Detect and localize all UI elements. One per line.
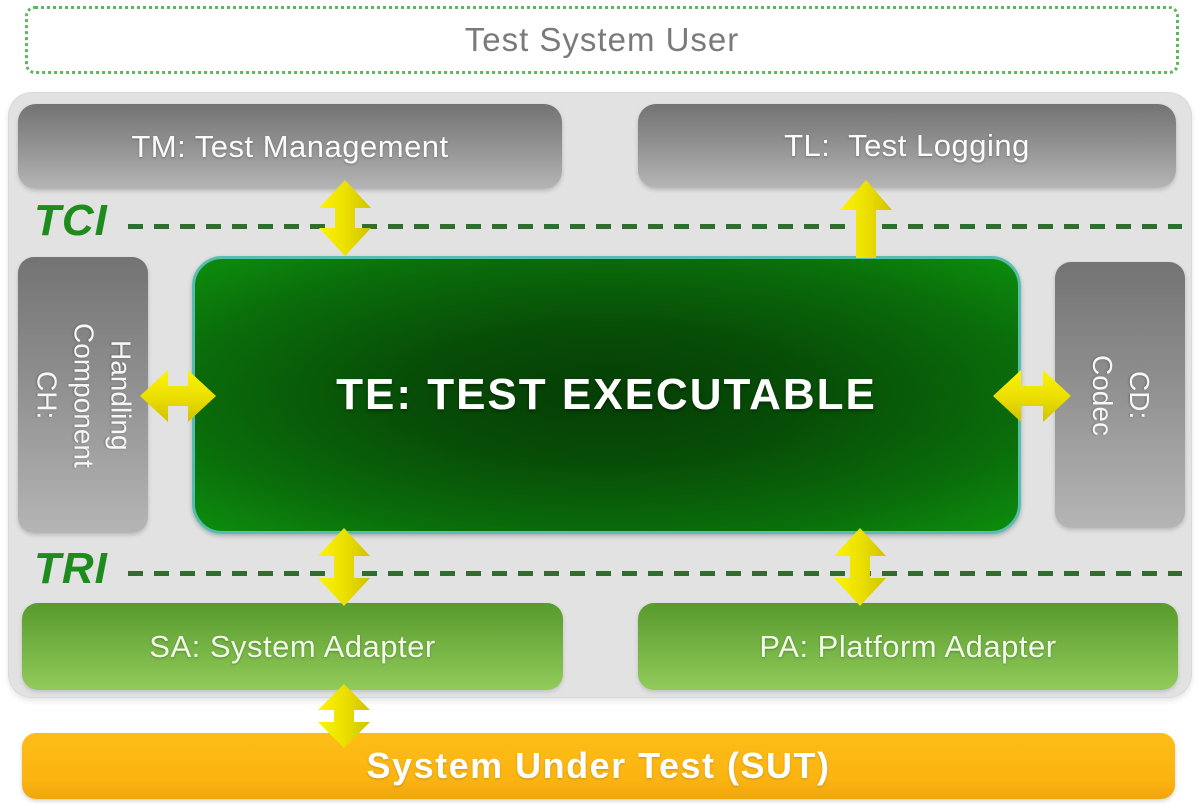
tm-te-double-arrow (319, 180, 371, 256)
te-cd-double-arrow (993, 370, 1071, 422)
te-tl-up-arrow (840, 180, 892, 258)
ch-te-double-arrow (140, 370, 216, 422)
pa-platform-adapter-box: PA: Platform Adapter (638, 603, 1178, 690)
cd-label: CD: Codec (1087, 354, 1155, 436)
tl-label: TL: Test Logging (784, 128, 1030, 163)
tci-interface-label: TCI (34, 196, 108, 245)
te-sa-double-arrow (318, 528, 370, 606)
test-system-user-label: Test System User (464, 21, 740, 58)
pa-label: PA: Platform Adapter (759, 628, 1057, 664)
te-pa-double-arrow (834, 528, 886, 606)
sut-label: System Under Test (SUT) (366, 745, 831, 786)
te-test-executable-box: TE: TEST EXECUTABLE (192, 256, 1021, 534)
ch-label: CH: Component Handling (31, 322, 137, 468)
test-system-user-box: Test System User (25, 6, 1179, 74)
sa-sut-double-arrow (318, 684, 370, 748)
ch-component-handling-box: CH: Component Handling (18, 257, 148, 533)
sut-bar: System Under Test (SUT) (22, 733, 1175, 799)
tri-dashed-line (128, 571, 1182, 576)
sa-label: SA: System Adapter (149, 628, 436, 664)
tl-test-logging-box: TL: Test Logging (638, 104, 1176, 188)
tci-dashed-line (128, 224, 1182, 229)
tri-interface-label: TRI (34, 544, 108, 593)
cd-codec-box: CD: Codec (1055, 262, 1185, 528)
tm-label: TM: Test Management (131, 128, 449, 164)
sa-system-adapter-box: SA: System Adapter (22, 603, 563, 690)
te-label: TE: TEST EXECUTABLE (336, 370, 877, 419)
tm-test-management-box: TM: Test Management (18, 104, 562, 189)
